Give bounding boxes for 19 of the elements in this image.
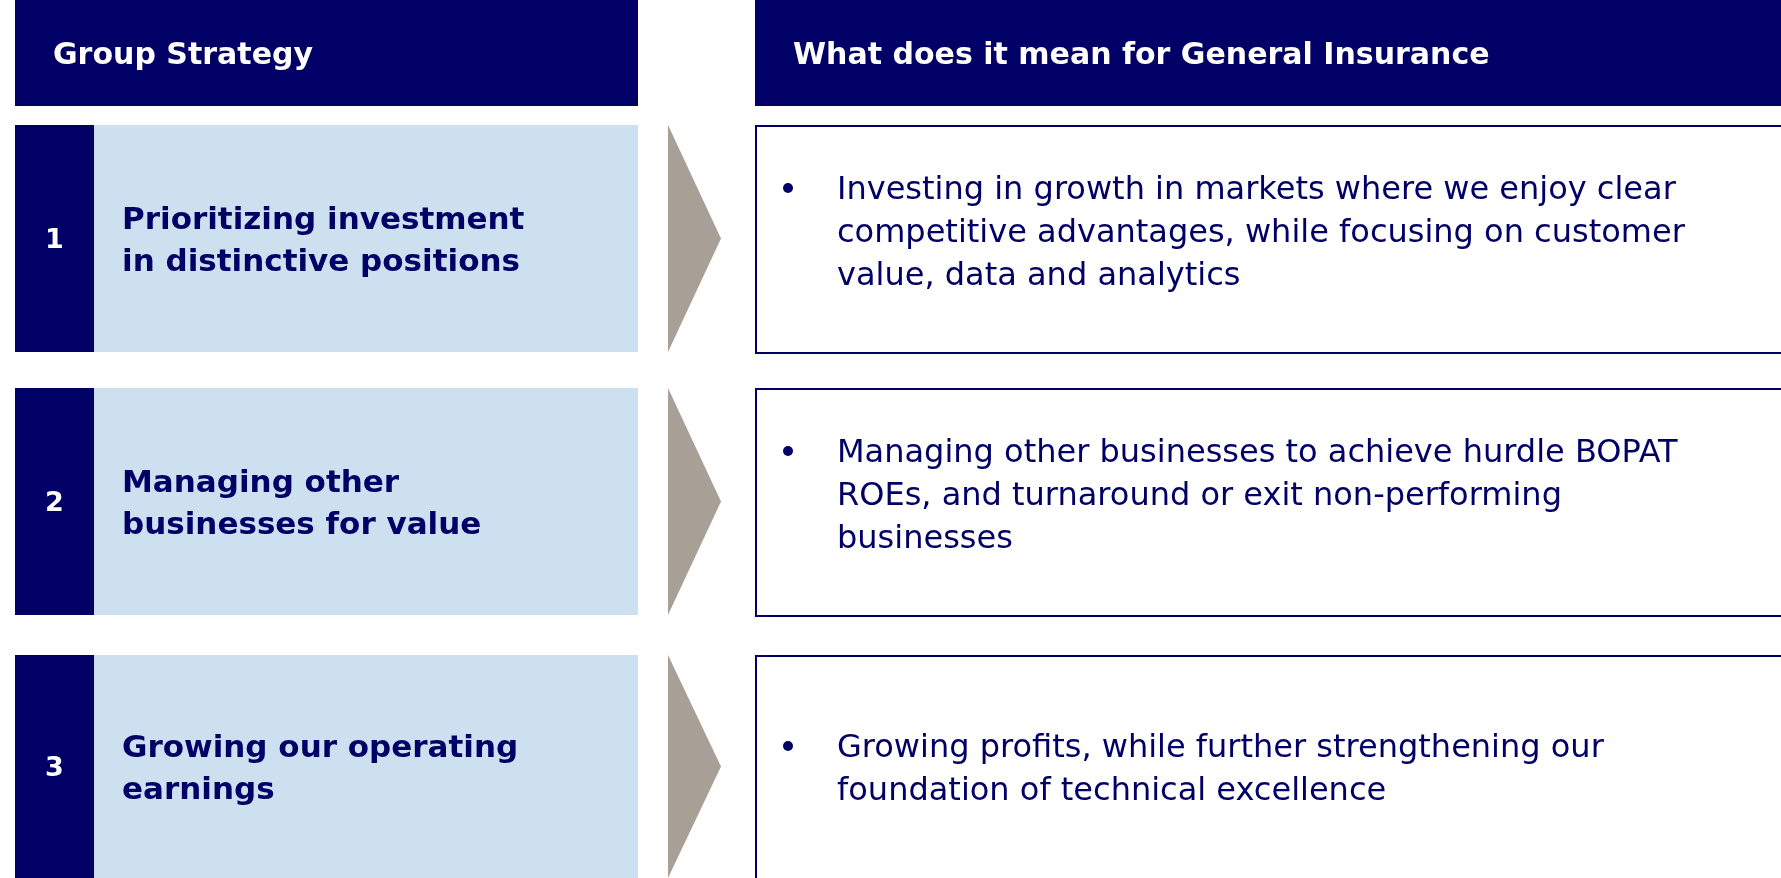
chevron-arrow (668, 388, 721, 615)
step-number: 2 (45, 486, 64, 517)
text-box (755, 125, 1781, 354)
header-bar (755, 0, 1781, 106)
bullet-text: Investing in growth in markets where we enjoy clear competitive advantages, while focusing on customer value, data and analytics (837, 168, 1686, 295)
header-text: Group Strategy (53, 35, 313, 71)
bullet-text: Managing other businesses to achieve hurdle BOPAT ROEs, and turnaround or exit non-performing businesses (837, 431, 1679, 558)
strategy-title: Growing our operating earnings (122, 726, 520, 808)
header-bar (15, 0, 638, 106)
bullet-text: Growing profits, while further strengthening our foundation of technical excellence (837, 726, 1605, 810)
text-box (755, 388, 1781, 617)
strategy-title: Prioritizing investment in distinctive positions (122, 198, 526, 280)
chevron-arrow (668, 125, 721, 352)
strategy-title: Managing other businesses for value (122, 461, 483, 543)
chevron-arrow (668, 655, 721, 878)
step-number: 1 (45, 223, 64, 254)
step-number: 3 (45, 751, 64, 782)
header-text: What does it mean for General Insurance (793, 35, 1490, 71)
text-box (755, 655, 1781, 878)
